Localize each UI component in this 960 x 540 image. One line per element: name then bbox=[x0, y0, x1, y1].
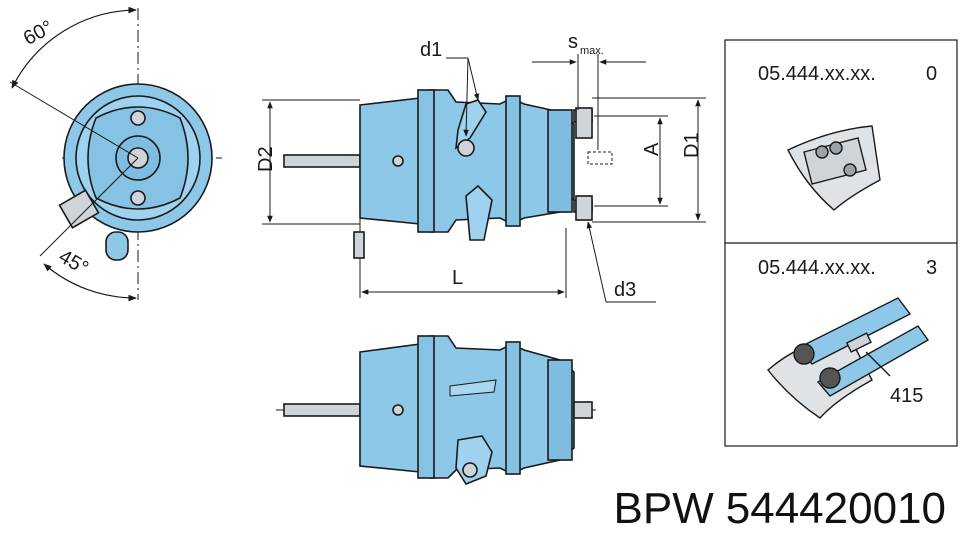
D1-diameter-label: D1 bbox=[681, 132, 703, 158]
side-view bbox=[283, 89, 613, 272]
variant-0-suffix: 0 bbox=[926, 63, 937, 85]
length-label: L bbox=[452, 267, 463, 289]
s-letter: s bbox=[568, 31, 578, 53]
variant-0-illustration bbox=[787, 125, 881, 211]
variant-0-code: 05.444.xx.xx. bbox=[758, 63, 876, 85]
part-number: 544420010 bbox=[725, 484, 946, 533]
s-subscript: max. bbox=[580, 45, 604, 57]
variant-3-suffix: 3 bbox=[926, 257, 937, 279]
variant-3-illustration bbox=[767, 297, 930, 419]
end-view bbox=[9, 6, 222, 302]
variant-3-part-number: 415 bbox=[890, 385, 923, 407]
d1-port-label: d1 bbox=[420, 39, 442, 61]
angle-45-label: 45° bbox=[55, 245, 92, 279]
dimension-lines bbox=[262, 54, 706, 303]
variant-3-code: 05.444.xx.xx. bbox=[758, 257, 876, 279]
angle-60-label: 60° bbox=[20, 16, 57, 50]
side-view-variant bbox=[276, 335, 600, 485]
a-label: A bbox=[641, 142, 663, 156]
d2-label: D2 bbox=[255, 146, 277, 172]
brand-name: BPW bbox=[613, 484, 714, 533]
d3-label: d3 bbox=[614, 279, 636, 301]
